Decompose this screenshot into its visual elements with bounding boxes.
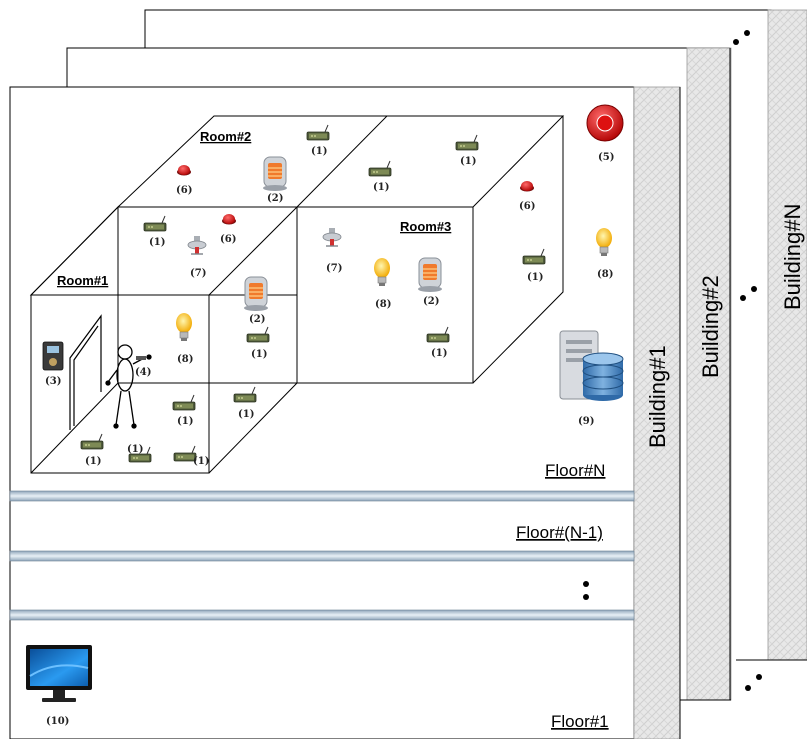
floor-slab-1 [9, 490, 635, 502]
room-1-label: Room#1 [57, 273, 108, 288]
monitor-icon [26, 645, 92, 702]
floor-n-1-label: Floor#(N-1) [516, 523, 603, 542]
building-n-label: Building#N [780, 204, 805, 310]
fire-alarm-tag: (5) [598, 152, 614, 163]
sensor-tag: (1) [431, 348, 447, 359]
person-icon [105, 344, 152, 429]
heater-icon [417, 257, 443, 293]
bulb-tag: (8) [177, 354, 193, 365]
sprinkler-tag: (7) [190, 268, 206, 279]
door-access-tag: (3) [45, 376, 61, 387]
monitor-tag: (10) [46, 716, 69, 727]
sensor-tag: (1) [193, 456, 209, 467]
building-1-label: Building#1 [645, 345, 670, 448]
sprinkler-tag: (7) [326, 263, 342, 274]
door-access-icon [42, 341, 64, 371]
room-3-label: Room#3 [400, 219, 451, 234]
ellipsis-dots-mid [740, 286, 757, 301]
server-tag: (9) [578, 416, 594, 427]
button-tag: (6) [220, 234, 236, 245]
button-tag: (6) [519, 201, 535, 212]
person-tag: (4) [135, 367, 151, 378]
heater-tag: (2) [267, 193, 283, 204]
heater-icon [243, 276, 269, 312]
fire-alarm-icon [586, 104, 624, 142]
button-tag: (6) [176, 185, 192, 196]
building-n-outline [144, 9, 807, 661]
ellipsis-dots-bottom [745, 674, 762, 691]
door [69, 314, 102, 430]
heater-tag: (2) [249, 314, 265, 325]
sensor-tag: (1) [373, 182, 389, 193]
sensor-tag: (1) [527, 272, 543, 283]
sensor-tag: (1) [251, 349, 267, 360]
building-2-outline [66, 47, 732, 701]
floor-n-label: Floor#N [545, 461, 605, 480]
heater-tag: (2) [423, 296, 439, 307]
sensor-tag: (1) [85, 456, 101, 467]
ellipsis-dots-floors [583, 581, 589, 600]
bulb-tag: (8) [597, 269, 613, 280]
room-2-label: Room#2 [200, 129, 251, 144]
building-2-label: Building#2 [698, 275, 723, 378]
bulb-tag: (8) [375, 299, 391, 310]
ellipsis-dots-top [733, 30, 750, 45]
heater-icon [262, 156, 288, 192]
sensor-tag: (1) [177, 416, 193, 427]
sensor-tag: (1) [127, 444, 143, 455]
sensor-tag: (1) [311, 146, 327, 157]
server-database-icon [559, 330, 624, 401]
floor-slab-3 [9, 609, 635, 621]
floor-slab-2 [9, 550, 635, 562]
sensor-tag: (1) [460, 156, 476, 167]
sensor-tag: (1) [238, 409, 254, 420]
sensor-tag: (1) [149, 237, 165, 248]
floor-1-label: Floor#1 [551, 712, 609, 731]
